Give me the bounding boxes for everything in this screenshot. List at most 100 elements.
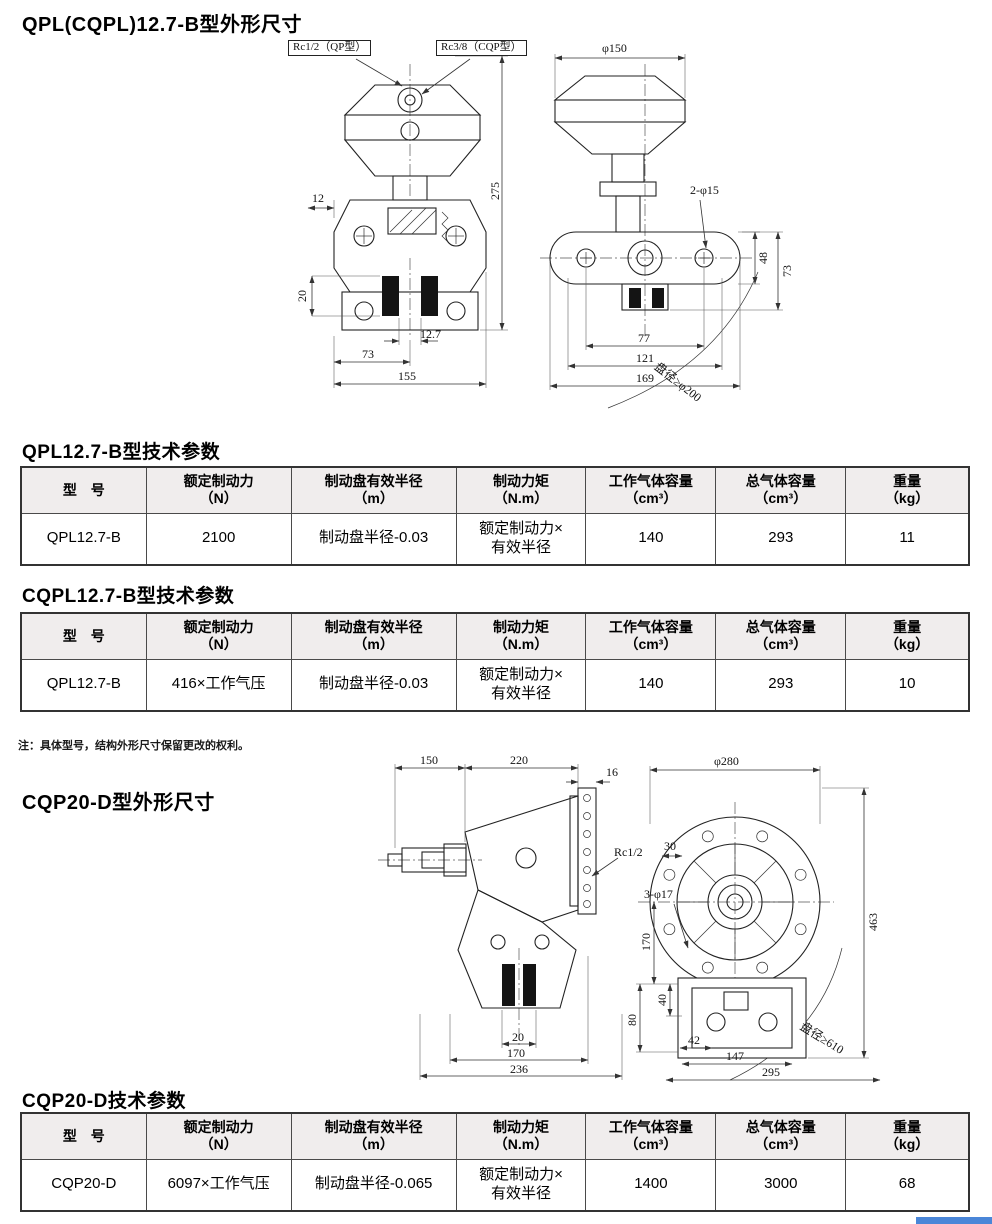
dim-label-20: 20 (512, 1030, 524, 1044)
side-view-outline (549, 75, 741, 311)
dim-label-12-7: 12.7 (420, 327, 441, 341)
section-title-qpl-params: QPL12.7-B型技术参数 (22, 442, 221, 463)
dim-label-80: 80 (625, 1014, 639, 1026)
cell-rated-force: 6097×工作气压 (145, 1158, 292, 1212)
dim-label-48: 48 (756, 252, 770, 264)
wheel-spokes-and-bolts (663, 830, 843, 1081)
dim-label-150: 150 (420, 753, 438, 767)
qpl-params-table: 型 号 额定制动力 （N） 制动盘有效半径 （m） 制动力矩 （N.m） 工作气… (20, 466, 970, 566)
dim-label-rc12: Rc1/2 (614, 845, 643, 859)
cell-torque: 额定制动力× 有效半径 (455, 658, 587, 712)
cell-weight: 68 (845, 1158, 970, 1212)
cell-rated-force: 2100 (145, 512, 292, 566)
th-weight: 重量 （kg） (845, 612, 970, 660)
th-rated-force: 额定制动力 （N） (145, 466, 292, 514)
th-working-gas: 工作气体容量 （cm³） (585, 1112, 717, 1160)
section-title-cqp20-dimensions: CQP20-D型外形尺寸 (22, 792, 215, 814)
cell-torque: 额定制动力× 有效半径 (455, 1158, 587, 1212)
page-accent-bar (916, 1217, 992, 1224)
th-model: 型 号 (20, 612, 147, 660)
cell-rated-force: 416×工作气压 (145, 658, 292, 712)
th-model: 型 号 (20, 1112, 147, 1160)
section-title-cqp20-params: CQP20-D技术参数 (22, 1091, 186, 1112)
table-header-row: 型 号 额定制动力 （N） 制动盘有效半径 （m） 制动力矩 （N.m） 工作气… (20, 612, 970, 660)
dimension-lines (307, 54, 783, 390)
cell-weight: 10 (845, 658, 970, 712)
cell-working-gas: 140 (585, 658, 717, 712)
th-working-gas: 工作气体容量 （cm³） (585, 612, 717, 660)
section-title-qpl-dimensions: QPL(CQPL)12.7-B型外形尺寸 (22, 14, 303, 36)
cell-total-gas: 293 (715, 512, 847, 566)
dim-label-16: 16 (606, 765, 618, 779)
dim-label-73-right: 73 (780, 265, 794, 277)
footnote: 注：具体型号，结构外形尺寸保留更改的权利。 (18, 740, 249, 752)
th-torque: 制动力矩 （N.m） (455, 1112, 587, 1160)
qpl-technical-drawing (307, 54, 783, 409)
dim-label-2-phi15: 2-φ15 (690, 183, 719, 197)
dim-label-phi150: φ150 (602, 41, 627, 55)
th-rated-force: 额定制动力 （N） (145, 1112, 292, 1160)
cell-disc-radius: 制动盘半径-0.065 (290, 1158, 457, 1212)
dim-label-169: 169 (636, 371, 654, 385)
dim-label-170-right: 170 (639, 933, 653, 951)
flange-bolts (583, 794, 591, 908)
drawing-cqp20-d: 150 220 16 Rc1/2 φ280 30 3-φ17 170 40 80… (330, 752, 910, 1084)
dim-label-236: 236 (510, 1062, 528, 1076)
brake-pads (502, 964, 536, 1006)
table-row: QPL12.7-B 2100 制动盘半径-0.03 额定制动力× 有效半径 14… (20, 512, 970, 566)
th-weight: 重量 （kg） (845, 1112, 970, 1160)
dim-label-40: 40 (655, 994, 669, 1006)
dim-label-73-bottom: 73 (362, 347, 374, 361)
cell-total-gas: 3000 (715, 1158, 847, 1212)
th-total-gas: 总气体容量 （cm³） (715, 612, 847, 660)
side-view-outline (387, 787, 597, 1009)
th-rated-force: 额定制动力 （N） (145, 612, 292, 660)
cell-torque: 额定制动力× 有效半径 (455, 512, 587, 566)
cell-model: QPL12.7-B (20, 658, 147, 712)
center-lines (378, 802, 834, 1048)
dim-label-20: 20 (295, 290, 309, 302)
cell-model: CQP20-D (20, 1158, 147, 1212)
cell-disc-radius: 制动盘半径-0.03 (290, 512, 457, 566)
th-model: 型 号 (20, 466, 147, 514)
dim-label-275: 275 (488, 182, 502, 200)
dim-label-170-bottom: 170 (507, 1046, 525, 1060)
dim-label-155: 155 (398, 369, 416, 383)
th-total-gas: 总气体容量 （cm³） (715, 1112, 847, 1160)
cell-weight: 11 (845, 512, 970, 566)
table-row: CQP20-D 6097×工作气压 制动盘半径-0.065 额定制动力× 有效半… (20, 1158, 970, 1212)
lower-housing (677, 977, 807, 1059)
dim-label-295: 295 (762, 1065, 780, 1079)
dim-label-30: 30 (664, 839, 676, 853)
drawing-qpl12-7-b: Rc1/2（QP型） Rc3/8（CQP型） φ150 12 275 20 12… (250, 36, 810, 438)
cqpl-params-table: 型 号 额定制动力 （N） 制动盘有效半径 （m） 制动力矩 （N.m） 工作气… (20, 612, 970, 712)
dim-label-3-phi17: 3-φ17 (644, 887, 673, 901)
table-row: QPL12.7-B 416×工作气压 制动盘半径-0.03 额定制动力× 有效半… (20, 658, 970, 712)
th-disc-radius: 制动盘有效半径 （m） (290, 612, 457, 660)
leader-label-rc38-cqp: Rc3/8（CQP型） (436, 40, 527, 56)
dim-label-463: 463 (866, 913, 880, 931)
front-view-outline (333, 84, 487, 331)
cqp20-technical-drawing (378, 764, 881, 1083)
table-header-row: 型 号 额定制动力 （N） 制动盘有效半径 （m） 制动力矩 （N.m） 工作气… (20, 1112, 970, 1160)
dim-label-77: 77 (638, 331, 650, 345)
th-total-gas: 总气体容量 （cm³） (715, 466, 847, 514)
leader-label-rc12-qp: Rc1/2（QP型） (288, 40, 372, 56)
th-weight: 重量 （kg） (845, 466, 970, 514)
th-working-gas: 工作气体容量 （cm³） (585, 466, 717, 514)
center-lines (409, 64, 752, 338)
cell-model: QPL12.7-B (20, 512, 147, 566)
table-header-row: 型 号 额定制动力 （N） 制动盘有效半径 （m） 制动力矩 （N.m） 工作气… (20, 466, 970, 514)
dim-label-147: 147 (726, 1049, 744, 1063)
cqp20-params-table: 型 号 额定制动力 （N） 制动盘有效半径 （m） 制动力矩 （N.m） 工作气… (20, 1112, 970, 1212)
th-disc-radius: 制动盘有效半径 （m） (290, 1112, 457, 1160)
section-title-cqpl-params: CQPL12.7-B型技术参数 (22, 586, 235, 607)
cell-working-gas: 140 (585, 512, 717, 566)
dim-label-12: 12 (312, 191, 324, 205)
dimension-lines (394, 764, 881, 1083)
th-disc-radius: 制动盘有效半径 （m） (290, 466, 457, 514)
dim-label-220: 220 (510, 753, 528, 767)
cell-total-gas: 293 (715, 658, 847, 712)
th-torque: 制动力矩 （N.m） (455, 612, 587, 660)
